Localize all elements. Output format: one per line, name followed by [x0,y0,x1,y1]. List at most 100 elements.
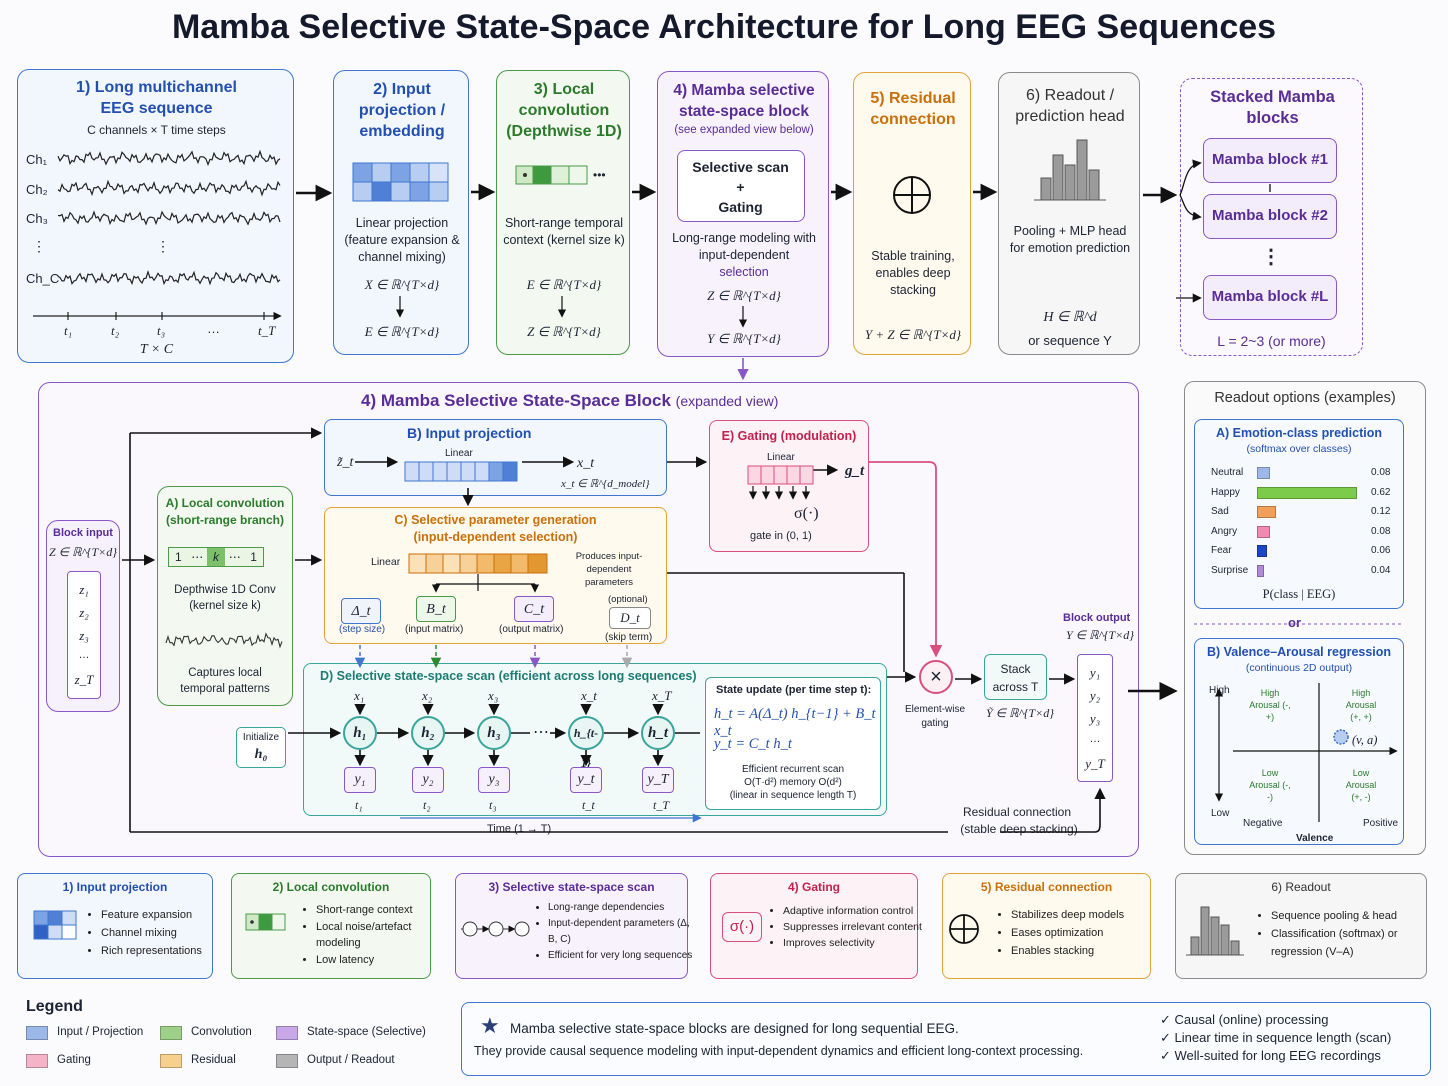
class-bar [1257,525,1270,538]
readout-A-foot: P(class | EEG) [1262,587,1336,601]
summary-card-1-list: Feature expansion Channel mixing Rich re… [87,906,226,960]
channel-label-2: Ch₂ [26,182,48,197]
block-output-math: Y ∈ ℝ^{T×d} [1066,628,1135,642]
legend-title: Legend [26,998,83,1015]
expanded-B-linear: Linear [445,448,473,459]
class-bar [1257,486,1357,499]
channel-vdots-mid: ⋮ [156,238,170,254]
mamba-block-L[interactable]: Mamba block #L [1203,275,1337,320]
time-label-2: t₂ [111,323,120,338]
legend-label: State-space (Selective) [307,1026,426,1038]
readout-A-title: A) Emotion-class prediction [1216,426,1382,440]
summary-check-text: Causal (online) processing [1174,1012,1329,1027]
step5-desc: Stable training, enables deep stacking [871,249,955,297]
class-name: Surprise [1211,564,1249,576]
z-item-2: z₂ [79,605,89,620]
expanded-D-scan: D) Selective state-space scan (efficient… [303,663,887,816]
expanded-A-desc2: Captures local temporal patterns [180,667,270,695]
summary-card-1: 1) Input projection Feature expansion Ch… [17,873,213,979]
summary-item: Feature expansion [101,906,226,924]
scan-t-1: t₁ [355,798,363,812]
step6-title: 6) Readout / prediction head [1015,87,1125,125]
step3-math-z: Z ∈ ℝ^{T×d} [527,324,601,339]
expanded-B-in: z̃_t [337,455,354,470]
summary-card-2-list: Short-range context Local noise/artefact… [302,901,441,969]
class-value: 0.04 [1371,564,1391,576]
param-d-optional: (optional) [608,594,648,605]
expanded-E-out: g_t [845,463,865,479]
expanded-B-title: B) Input projection [407,425,532,441]
legend-label: Residual [191,1054,236,1066]
y-out-2: y₂ [1089,688,1101,703]
step2-math-x: X ∈ ℝ^{T×d} [364,277,440,292]
block-input-panel: Block input Z ∈ ℝ^{T×d} z₁ z₂ z₃ … z_T [46,520,120,712]
channel-label-vdots: ⋮ [32,238,46,254]
multiply-symbol: × [930,666,942,688]
summary-card-4-title: 4) Gating [787,880,840,894]
param-delta: Δ_t [351,604,371,619]
readout-B-sub: (continuous 2D output) [1245,662,1353,674]
param-c: C_t [523,602,545,617]
expanded-C-sub: (input-dependent selection) [413,530,578,544]
va-axis-low: Low [1211,808,1230,819]
summary-item: Efficient for very long sequences [548,948,700,964]
scan-x-2: x₂ [422,688,433,703]
summary-card-4: 4) Gating σ(·) Adaptive information cont… [710,873,922,979]
class-bar [1257,545,1267,557]
step2-title: 2) Input projection / embedding [358,81,446,140]
stacked-title: Stacked Mamba blocks [1210,88,1335,127]
stack-across-T-math: Ỹ ∈ ℝ^{T×d} [986,706,1055,720]
scan-y-3: y₃ [478,767,510,793]
efficiency-line-2: O(T·d²) memory O(d²) [744,777,842,788]
block-output-y-column: y₁ y₂ y₃ … y_T [1077,654,1113,782]
summary-item: Enables stacking [1011,942,1161,960]
stacked-dots: ⋮ [1261,246,1281,268]
star-icon: ★ [480,1013,500,1038]
va-quadrant-ln: Low Arousal (-, -) [1249,768,1291,802]
step1-subtitle: C channels × T time steps [87,123,226,137]
mamba-block-1[interactable]: Mamba block #1 [1203,138,1337,183]
time-label-T: t_T [258,323,276,338]
z-item-T: z_T [74,672,94,687]
scan-t-2: t₂ [423,798,431,812]
block-input-math: Z ∈ ℝ^{T×d} [48,545,118,559]
initialize-h0: h₀ [254,747,268,762]
legend-swatch [26,1054,48,1068]
y-out-dots: … [1089,733,1101,745]
summary-card-5: 5) Residual connection Stabilizes deep m… [942,873,1151,979]
block-input-z-column: z₁ z₂ z₃ … z_T [67,571,101,699]
stack-across-T-label: Stack across T [992,662,1039,694]
scan-y-2: y₂ [412,767,444,793]
scan-x-T: x_T [652,688,672,703]
step4-inner-gating: Gating [718,199,763,215]
summary-card-2-title: 2) Local convolution [272,880,390,894]
step4-inner-box[interactable]: Selective scan + Gating [677,150,805,222]
scan-t-3: t₃ [489,798,497,812]
expanded-A-desc: Depthwise 1D Conv (kernel size k) [174,584,276,612]
summary-item: Input-dependent parameters (Δ, B, C) [548,916,700,948]
scan-h-1: h₁ [343,716,377,750]
readout-A-sub: (softmax over classes) [1246,443,1352,455]
kernel-cell-5: 1 [244,548,263,566]
elementwise-multiply[interactable]: × [919,660,953,694]
summary-item: Suppresses irrelevant content [783,919,929,935]
readout-B-title: B) Valence–Arousal regression [1206,645,1392,659]
param-delta-box: Δ_t [341,598,381,624]
expanded-C-linear: Linear [371,556,401,568]
step4-math-y: Y ∈ ℝ^{T×d} [707,331,781,346]
summary-item: Adaptive information control [783,903,929,919]
axis-label-txc: T × C [139,342,174,357]
mamba-block-2[interactable]: Mamba block #2 [1203,194,1337,239]
expanded-B-math: x_t ∈ ℝ^{d_model} [561,478,650,490]
summary-check-1: ✓ Causal (online) processing [1160,1012,1328,1028]
legend-label: Convolution [191,1026,252,1038]
kernel-cell-4: ⋯ [225,548,245,566]
summary-card-5-list: Stabilizes deep models Eases optimizatio… [997,906,1161,960]
step4-desc: Long-range modeling with input-dependent [672,231,816,262]
stacked-blocks-panel: Stacked Mamba blocks Mamba block #1 Mamb… [1180,78,1363,356]
expanded-title-main: 4) Mamba Selective State-Space Block [361,391,671,410]
step2-desc: Linear projection (feature expansion & c… [344,216,460,264]
step3-title: 3) Local convolution (Depthwise 1D) [506,81,622,140]
readout-B-panel: B) Valence–Arousal regression (continuou… [1194,638,1404,845]
param-d-label: (skip term) [605,632,653,643]
